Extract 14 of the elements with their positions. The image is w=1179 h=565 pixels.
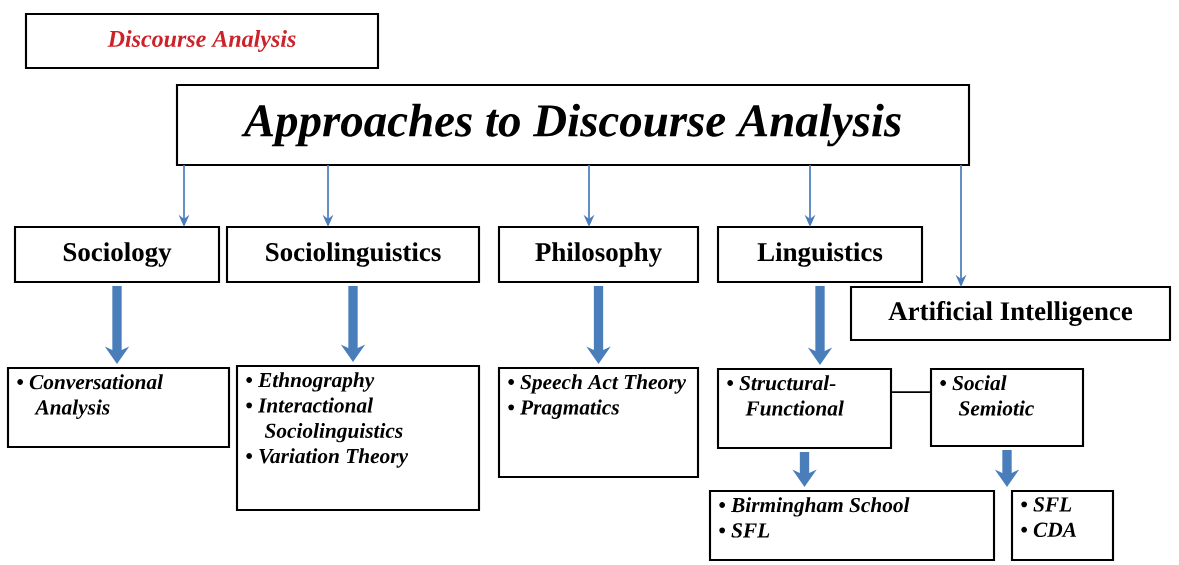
category-box: Philosophy <box>497 225 700 284</box>
list-box: • Ethnography • Interactional Sociolinguistics • Variation Theory <box>235 364 481 512</box>
list-box: • Birmingham School • SFL <box>708 489 996 562</box>
category-box: Linguistics <box>716 225 924 284</box>
category-box: Artificial Intelligence <box>849 285 1172 342</box>
title-box: Discourse Analysis <box>24 12 380 70</box>
list-box: • Social Semiotic <box>929 367 1085 448</box>
category-box: Sociology <box>13 225 221 284</box>
list-box: • Speech Act Theory • Pragmatics <box>497 366 700 479</box>
heading-box: Approaches to Discourse Analysis <box>175 83 971 167</box>
list-box: • Structural-Functional <box>716 367 893 450</box>
category-box: Sociolinguistics <box>225 225 481 284</box>
list-box: • SFL • CDA <box>1010 489 1115 562</box>
list-box: • Conversational Analysis <box>6 366 231 449</box>
